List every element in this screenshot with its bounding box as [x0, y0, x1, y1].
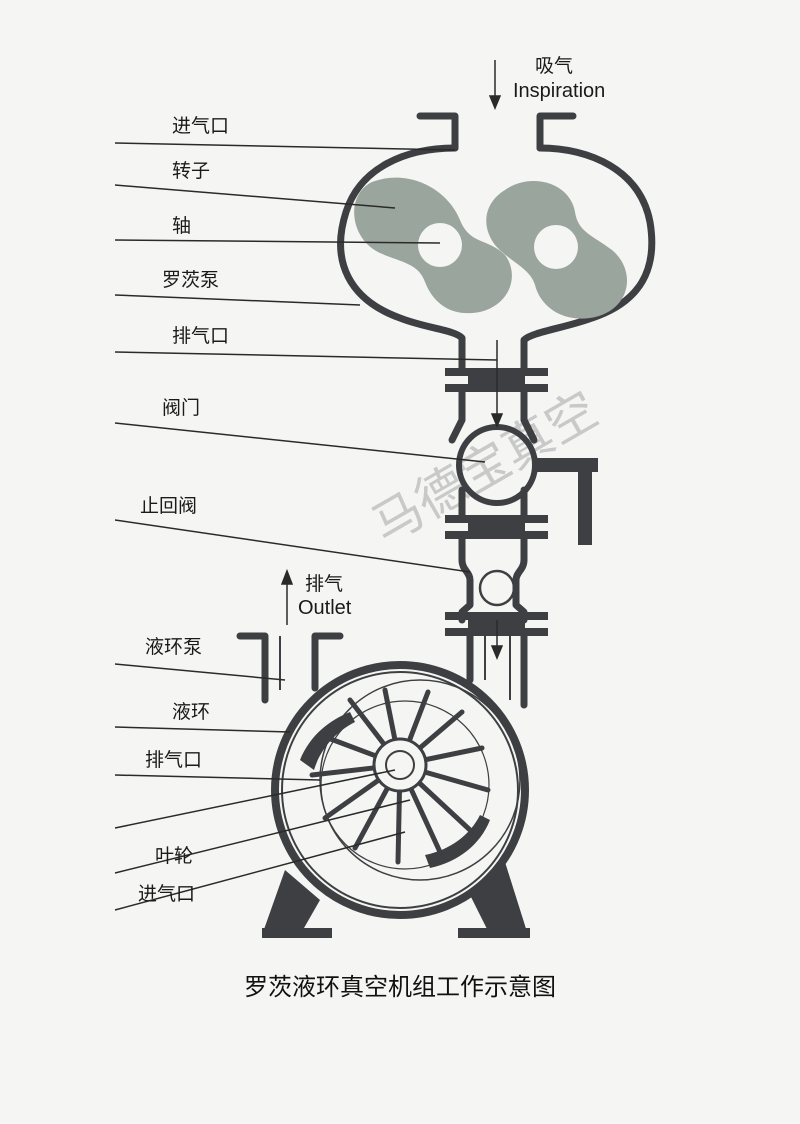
- label-exhaust-top: 排气口: [172, 325, 229, 347]
- rotor-left: [354, 177, 512, 314]
- label-roots-pump: 罗茨泵: [162, 269, 219, 291]
- label-inlet-top: 进气口: [172, 115, 229, 137]
- label-rotor: 转子: [172, 160, 210, 182]
- label-check-valve: 止回阀: [140, 495, 197, 517]
- outlet-label-cn: 排气: [305, 573, 343, 595]
- rotor-right: [486, 181, 628, 319]
- intake-label-cn: 吸气: [535, 55, 573, 77]
- liquid-ring-pump: [236, 632, 530, 938]
- leader-lines: [114, 142, 498, 911]
- diagram-caption: 罗茨液环真空机组工作示意图: [244, 973, 556, 1001]
- check-valve-ball: [478, 569, 516, 607]
- shaft-left: [418, 223, 462, 267]
- label-liquid-ring: 液环: [172, 701, 210, 723]
- roots-pump-body: [337, 112, 656, 372]
- label-shaft: 轴: [172, 215, 191, 237]
- flow-arrows: [280, 60, 504, 660]
- label-impeller: 叶轮: [155, 845, 193, 867]
- shaft-right: [534, 225, 578, 269]
- label-exhaust-bottom: 排气口: [145, 749, 202, 771]
- label-inlet-bottom: 进气口: [138, 883, 195, 905]
- intake-label-en: Inspiration: [513, 80, 605, 102]
- outlet-label-en: Outlet: [298, 597, 352, 619]
- label-liquid-ring-pump: 液环泵: [145, 636, 202, 658]
- label-valve: 阀门: [162, 397, 200, 419]
